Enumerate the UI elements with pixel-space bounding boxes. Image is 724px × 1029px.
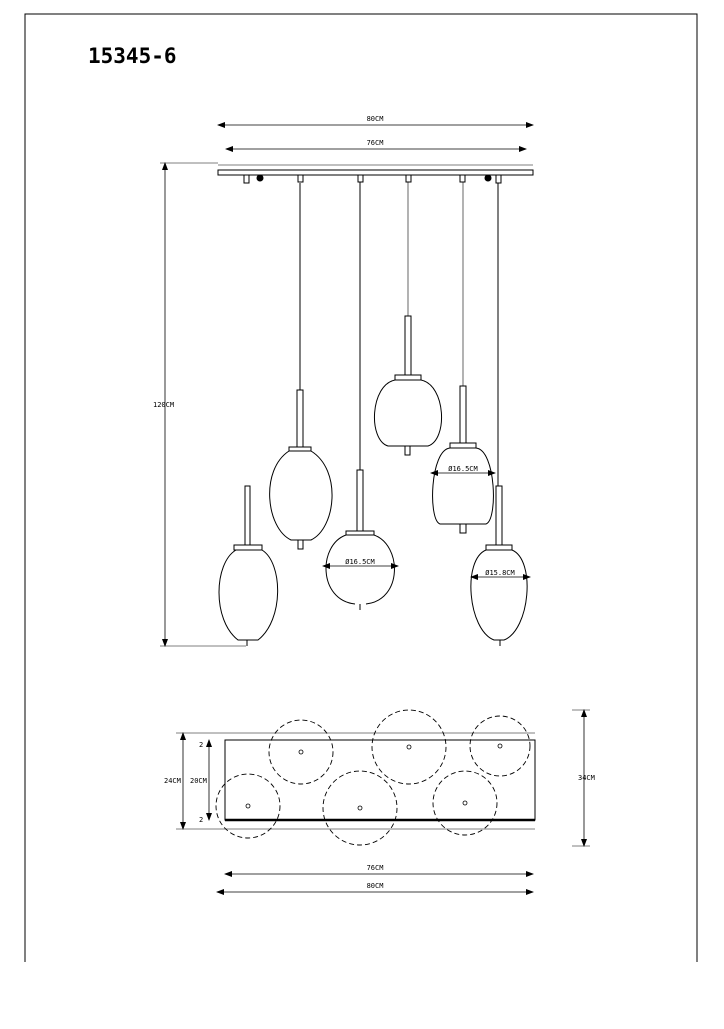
rail-width-label: 76CM [367,139,384,147]
ceiling-rail [217,169,534,176]
shade-diameter-label-b: Ø16.5CM [448,465,478,473]
pendant-4-shade [373,315,443,456]
height-label: 120CM [153,401,174,409]
page-frame [24,13,698,962]
overall-width-label: 80CM [367,115,384,123]
plan-base-plate [224,739,536,821]
plan-depth-inner-label: 20CM [190,777,207,785]
plan-offset-bottom-label: 2 [199,816,203,824]
plan-depth-total-label: 34CM [578,774,595,782]
shade-diameter-label-a: Ø16.5CM [345,558,375,566]
pendant-2 [269,183,333,550]
pendant-5-shade [432,385,494,534]
shade-diameter-label-c: Ø15.8CM [485,569,515,577]
plan-depth-outer-label: 24CM [164,777,181,785]
plan-width-outer-label: 80CM [367,882,384,890]
pendant-3 [325,182,395,610]
plan-shade-circles [215,709,531,846]
pendant-1 [218,485,279,646]
model-number: 15345-6 [88,44,177,68]
rail-anchors [243,174,502,184]
plan-cord-points [245,743,503,811]
plan-offset-top-label: 2 [199,741,203,749]
plan-width-inner-label: 76CM [367,864,384,872]
